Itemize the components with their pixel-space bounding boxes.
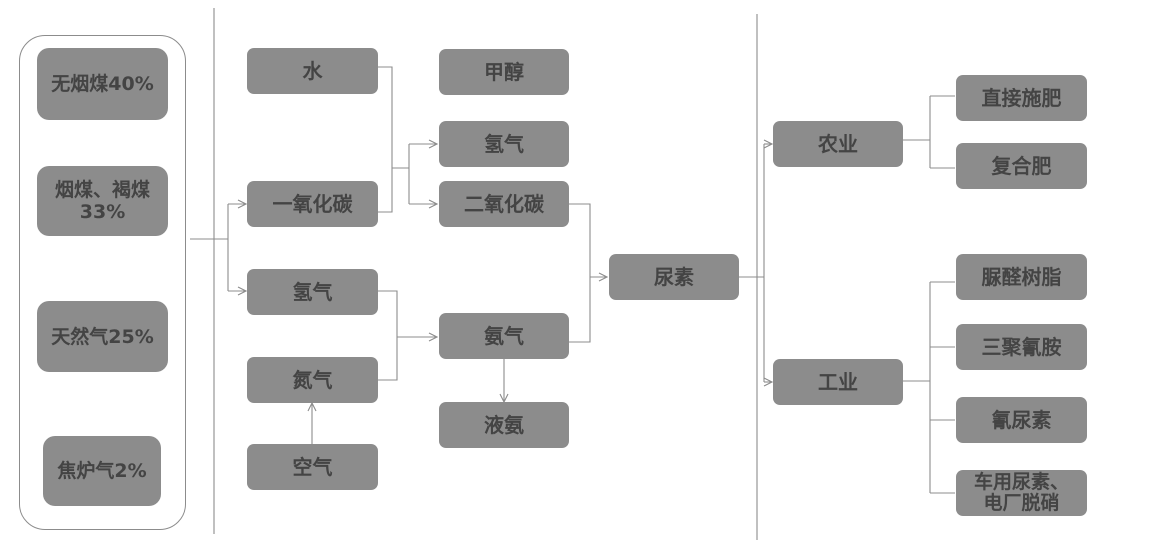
node-industry: 工业 bbox=[773, 359, 903, 405]
node-liquid-ammonia-label: 液氨 bbox=[484, 413, 524, 437]
use-direct-fertilizer-label: 直接施肥 bbox=[981, 86, 1062, 110]
node-agriculture-label: 农业 bbox=[818, 132, 858, 156]
node-air-label: 空气 bbox=[292, 455, 333, 479]
sources-panel bbox=[19, 35, 186, 530]
node-hydrogen-label: 氢气 bbox=[292, 280, 333, 304]
node-nitrogen-label: 氮气 bbox=[292, 368, 333, 392]
node-nitrogen: 氮气 bbox=[247, 357, 378, 403]
source-natural-gas: 天然气25% bbox=[37, 301, 168, 372]
node-urea: 尿素 bbox=[609, 254, 739, 300]
node-carbon-dioxide: 二氧化碳 bbox=[439, 181, 569, 227]
source-coke-oven-gas: 焦炉气2% bbox=[43, 436, 161, 506]
use-urea-formaldehyde-resin: 脲醛树脂 bbox=[956, 254, 1087, 300]
source-coke-oven-gas-label: 焦炉气2% bbox=[57, 460, 147, 482]
node-methanol-label: 甲醇 bbox=[484, 60, 524, 84]
node-hydrogen: 氢气 bbox=[247, 269, 378, 315]
use-def-and-denox-label: 车用尿素、 电厂脱硝 bbox=[973, 471, 1069, 514]
source-anthracite: 无烟煤40% bbox=[37, 48, 168, 120]
node-ammonia: 氨气 bbox=[439, 313, 569, 359]
use-urea-formaldehyde-resin-label: 脲醛树脂 bbox=[981, 265, 1062, 289]
node-methanol: 甲醇 bbox=[439, 49, 569, 95]
connector-urea-inputs bbox=[569, 203, 591, 343]
use-direct-fertilizer: 直接施肥 bbox=[956, 75, 1087, 121]
node-carbon-monoxide: 一氧化碳 bbox=[247, 181, 378, 227]
use-cyanuric-label: 氰尿素 bbox=[991, 408, 1052, 432]
node-agriculture: 农业 bbox=[773, 121, 903, 167]
node-carbon-dioxide-label: 二氧化碳 bbox=[464, 192, 544, 216]
connector-water bbox=[378, 66, 393, 213]
source-bituminous-lignite-label: 烟煤、褐煤 33% bbox=[54, 179, 150, 223]
source-bituminous-lignite: 烟煤、褐煤 33% bbox=[37, 166, 168, 236]
node-hydrogen-byproduct: 氢气 bbox=[439, 121, 569, 167]
use-cyanuric: 氰尿素 bbox=[956, 397, 1087, 443]
node-ammonia-label: 氨气 bbox=[484, 324, 524, 348]
use-melamine: 三聚氰胺 bbox=[956, 324, 1087, 370]
node-industry-label: 工业 bbox=[818, 370, 858, 394]
node-water-label: 水 bbox=[302, 59, 323, 83]
node-air: 空气 bbox=[247, 444, 378, 490]
source-anthracite-label: 无烟煤40% bbox=[51, 73, 154, 95]
source-natural-gas-label: 天然气25% bbox=[51, 325, 154, 348]
use-compound-fertilizer: 复合肥 bbox=[956, 143, 1087, 189]
use-def-and-denox: 车用尿素、 电厂脱硝 bbox=[956, 470, 1087, 516]
node-water: 水 bbox=[247, 48, 378, 94]
node-hydrogen-byproduct-label: 氢气 bbox=[484, 132, 524, 156]
node-liquid-ammonia: 液氨 bbox=[439, 402, 569, 448]
connector-synthesis bbox=[378, 290, 398, 381]
use-compound-fertilizer-label: 复合肥 bbox=[991, 154, 1052, 178]
use-melamine-label: 三聚氰胺 bbox=[981, 335, 1062, 359]
node-carbon-monoxide-label: 一氧化碳 bbox=[272, 192, 353, 216]
node-urea-label: 尿素 bbox=[654, 265, 694, 289]
